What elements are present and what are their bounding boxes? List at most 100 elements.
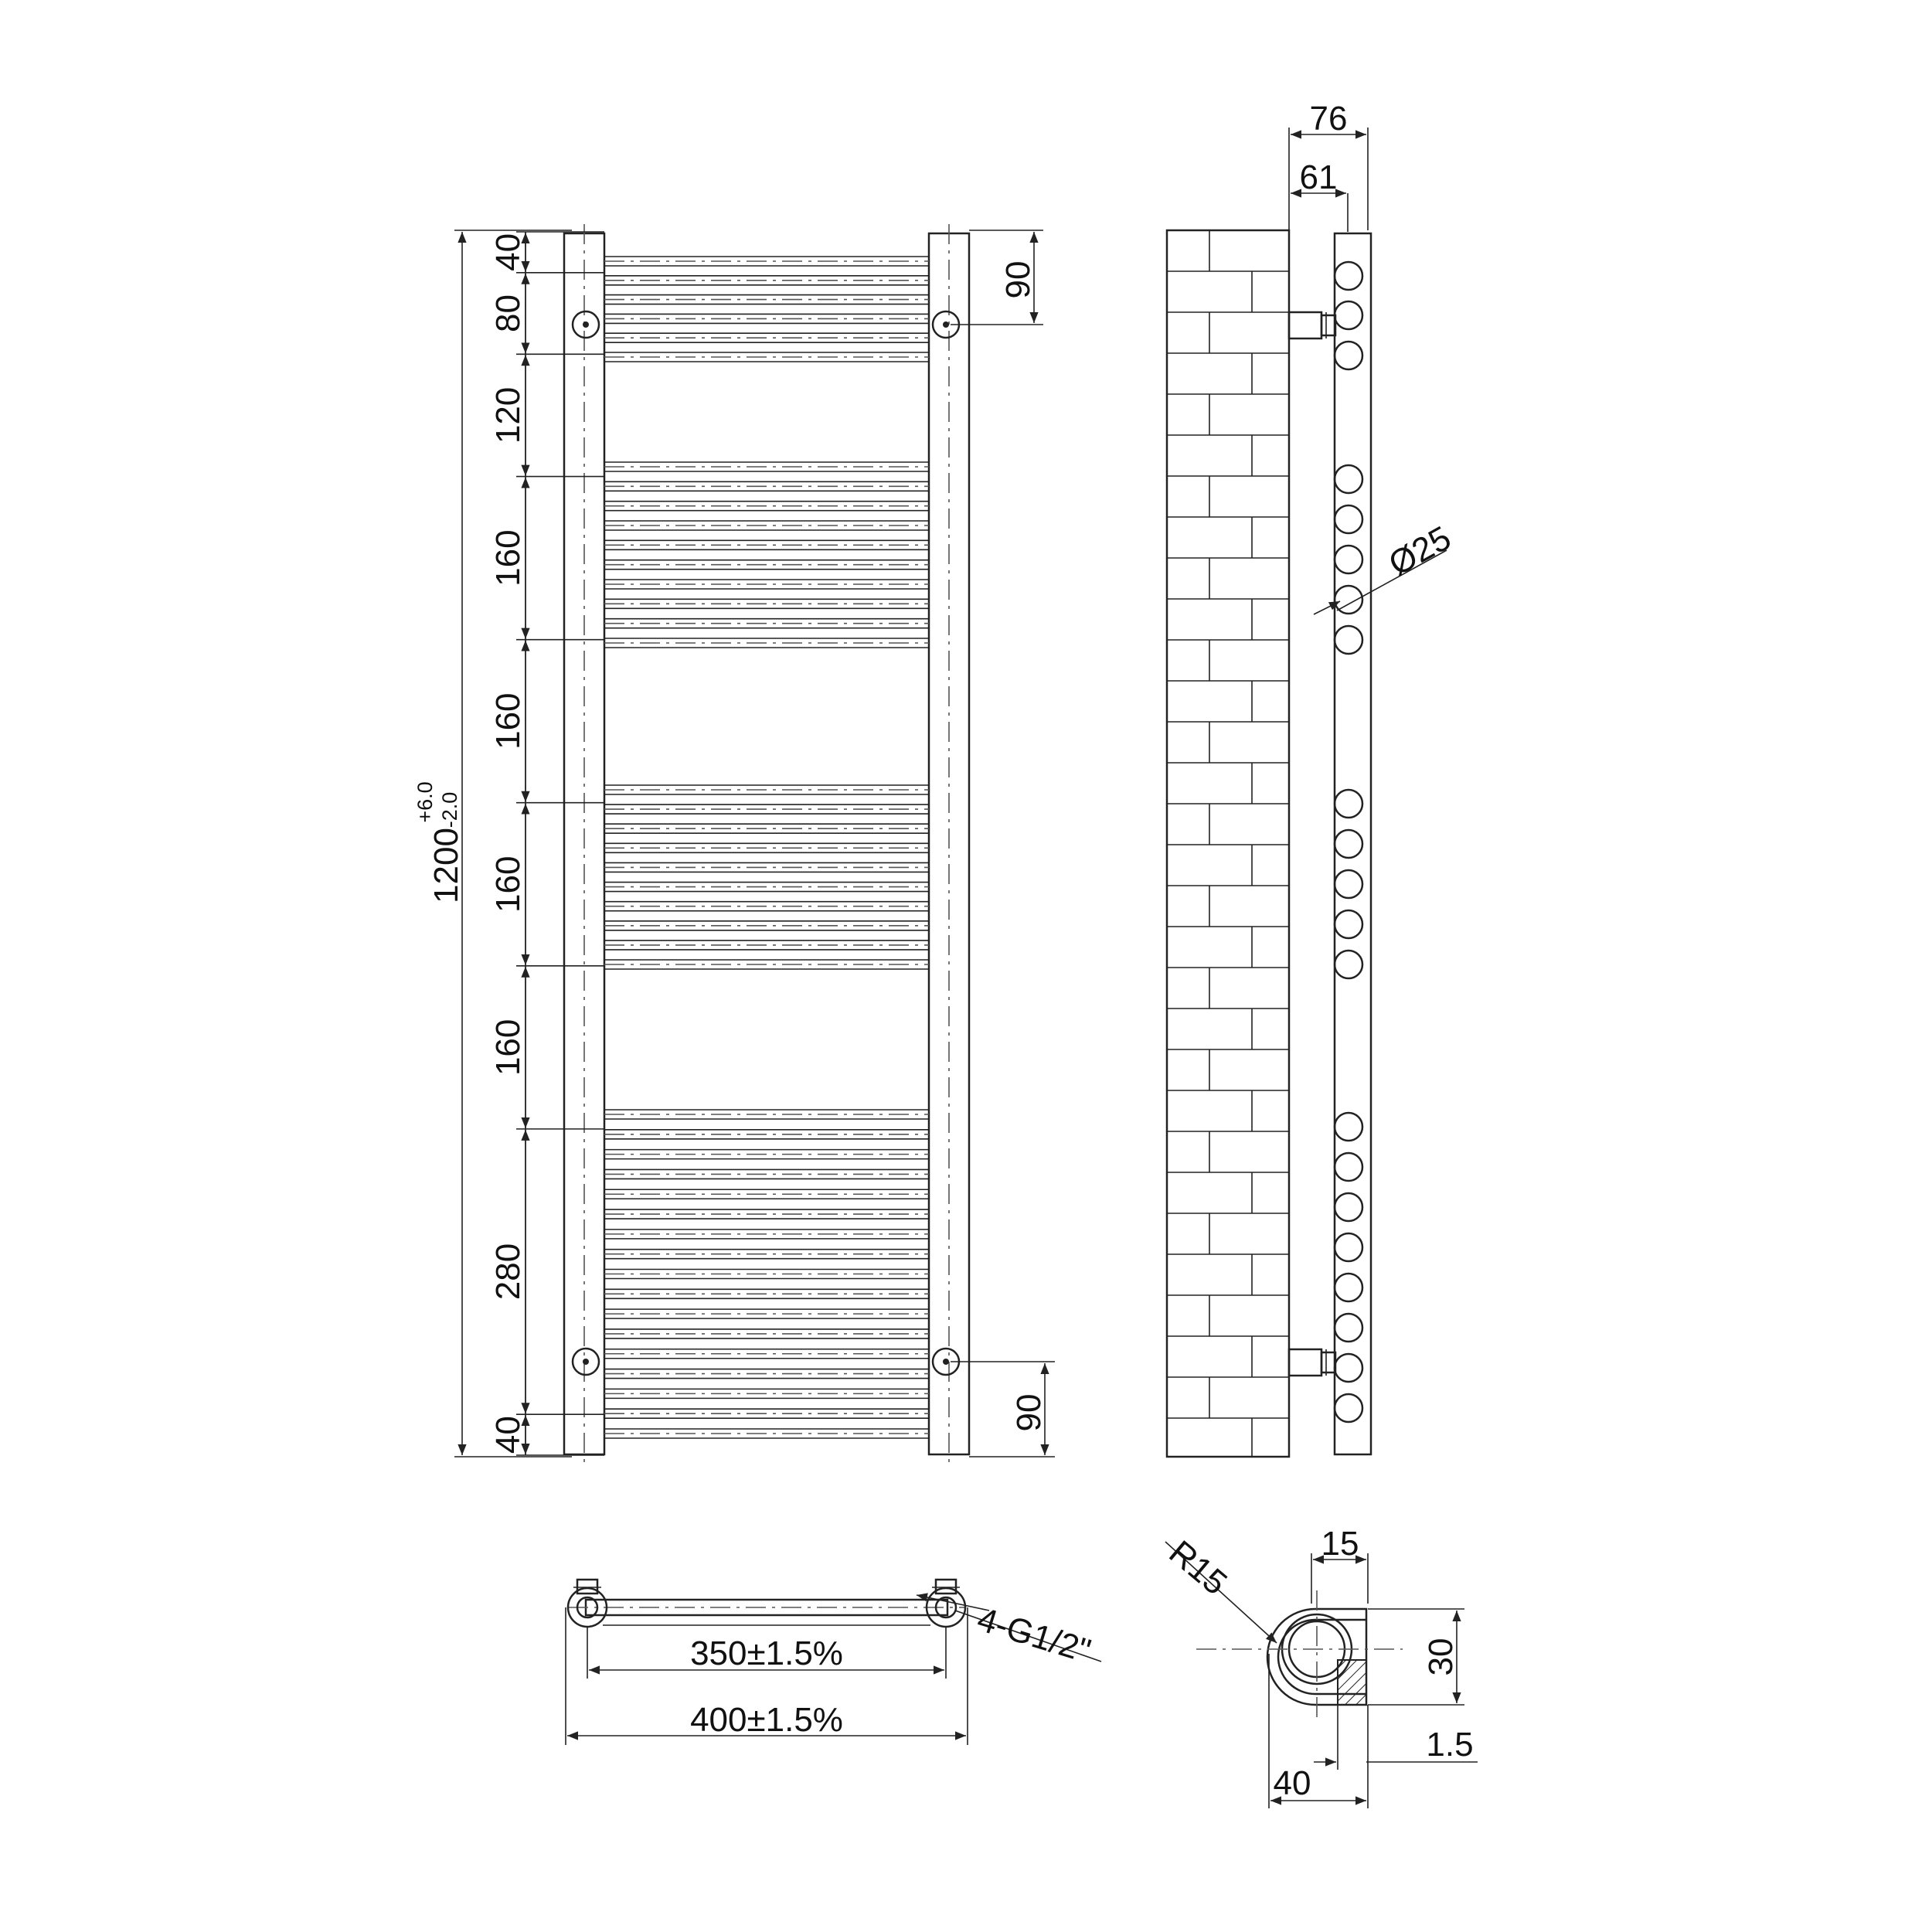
segment-label: 280 — [489, 1243, 527, 1300]
segment-label: 160 — [489, 1019, 527, 1076]
overall-height-label: 1200 — [427, 828, 465, 903]
towel-rail — [604, 539, 929, 551]
rail-tube-section — [1333, 869, 1364, 900]
rail-tube-section — [1333, 949, 1364, 980]
side-bracket-bottom — [1287, 1348, 1337, 1377]
rail-tube-section — [1333, 1232, 1364, 1263]
rail-tube-section — [1333, 260, 1364, 291]
width-dimension: 40 — [1268, 1654, 1369, 1808]
section-view: R15 15 30 40 1.5 — [1162, 1525, 1478, 1808]
top-view: 4-G1/2" 350±1.5% 400±1.5% — [565, 1578, 1102, 1745]
wall-thickness-label: 1.5 — [1426, 1726, 1473, 1764]
towel-rail — [604, 1368, 929, 1379]
front-view: 1200 +6.0 -2.0 408012016016016016028040 … — [413, 224, 1055, 1464]
bottom-bracket-dimension: 90 — [951, 1361, 1055, 1458]
towel-rail — [604, 1328, 929, 1339]
wall-offset-label: 61 — [1300, 158, 1338, 196]
tube-diameter-label: Ø25 — [1383, 519, 1457, 583]
top-bracket-dimension: 90 — [951, 230, 1043, 325]
towel-rail — [604, 920, 929, 931]
towel-rail — [604, 1288, 929, 1300]
rail-tube-section — [1333, 1111, 1364, 1142]
height-tolerance-lower: -2.0 — [438, 792, 461, 828]
segment-label: 40 — [489, 1416, 527, 1454]
rail-tube-section — [1333, 1393, 1364, 1423]
rail-tube-section — [1333, 909, 1364, 940]
side-upright — [1333, 232, 1372, 1456]
center-distance-label: 350±1.5% — [690, 1634, 843, 1672]
lip-dimension: 15 — [1311, 1525, 1369, 1604]
connection-callout: 4-G1/2" — [916, 1593, 1102, 1670]
rail-tube-section — [1333, 300, 1364, 331]
towel-rail — [604, 940, 929, 951]
rail-tube-section — [1333, 828, 1364, 859]
wall-bracket-bottom-left — [571, 1347, 600, 1376]
total-depth-label: 76 — [1310, 100, 1348, 138]
towel-rail — [604, 520, 929, 531]
towel-rail — [604, 1168, 929, 1180]
bottom-bracket-offset: 90 — [1010, 1394, 1048, 1432]
towel-rail — [604, 842, 929, 854]
brick-wall — [1165, 229, 1291, 1458]
towel-rail — [604, 784, 929, 795]
towel-rail — [604, 1129, 929, 1140]
towel-rail — [604, 862, 929, 873]
towel-rail — [604, 598, 929, 610]
rail-tube-section — [1333, 624, 1364, 655]
rail-tube-section — [1333, 1312, 1364, 1343]
overall-height-dimension: 1200 +6.0 -2.0 — [413, 230, 572, 1458]
left-upright — [563, 224, 606, 1464]
segment-label: 160 — [489, 529, 527, 586]
towel-rail — [604, 1148, 929, 1160]
depth-dimension: 76 — [1288, 100, 1369, 230]
towel-rail — [604, 1308, 929, 1319]
towel-rail — [604, 804, 929, 815]
rail-tube-section — [1333, 1192, 1364, 1223]
towel-rail — [604, 1189, 929, 1200]
towel-rail — [604, 579, 929, 590]
towel-rail — [604, 461, 929, 472]
rail-tube-section — [1333, 504, 1364, 535]
overall-width-label: 400±1.5% — [690, 1701, 843, 1739]
rail-tube-sections — [1333, 260, 1364, 1423]
towel-rail — [604, 313, 929, 325]
rail-tube-section — [1333, 464, 1364, 495]
segment-label: 160 — [489, 692, 527, 749]
towel-rail — [604, 500, 929, 512]
wall-thickness-dimension: 1.5 — [1314, 1705, 1478, 1770]
center-distance-dimension: 350±1.5% — [587, 1627, 947, 1679]
towel-rail — [604, 274, 929, 286]
section-height-label: 30 — [1422, 1638, 1460, 1676]
right-upright — [927, 224, 971, 1464]
towel-rail — [604, 1229, 929, 1240]
side-view: 76 61 Ø25 — [1165, 100, 1458, 1458]
radius-callout: R15 — [1162, 1533, 1277, 1644]
valve-right — [925, 1578, 967, 1628]
towel-rail — [604, 481, 929, 492]
towel-rail — [604, 959, 929, 970]
valve-left — [566, 1578, 608, 1628]
towel-rails — [604, 256, 929, 1439]
lip-label: 15 — [1321, 1525, 1359, 1563]
rail-tube-section — [1333, 788, 1364, 819]
towel-rail — [604, 332, 929, 344]
rail-tube-section — [1333, 1352, 1364, 1383]
rail-tube-section — [1333, 584, 1364, 615]
side-bracket-top — [1287, 311, 1337, 340]
segment-label: 160 — [489, 856, 527, 913]
towel-rail — [604, 1408, 929, 1419]
wall-offset-dimension: 61 — [1291, 158, 1349, 232]
height-dimension: 30 — [1368, 1608, 1464, 1706]
radius-label: R15 — [1162, 1533, 1234, 1602]
towel-rail — [604, 823, 929, 835]
towel-rail — [604, 900, 929, 912]
towel-rail — [604, 638, 929, 648]
height-tolerance-upper: +6.0 — [413, 781, 437, 822]
towel-rail — [604, 617, 929, 629]
segment-label: 120 — [489, 387, 527, 444]
towel-rail — [604, 1348, 929, 1359]
towel-rail — [604, 1248, 929, 1260]
towel-rail — [604, 881, 929, 893]
